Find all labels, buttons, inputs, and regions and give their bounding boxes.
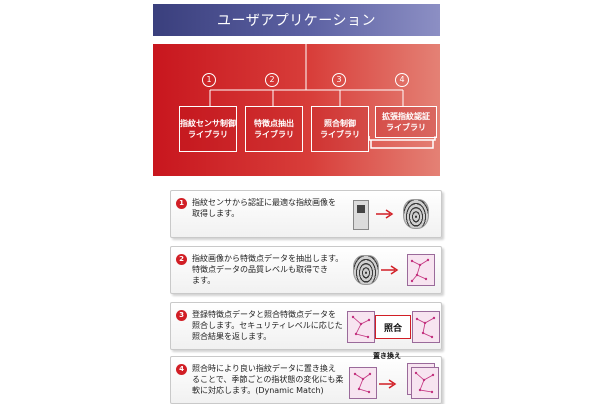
fingerprint-sensor-icon — [353, 200, 369, 230]
step-text-1: 指紋センサから認証に最適な指紋画像を 取得します。 — [192, 198, 336, 218]
arrow-right-icon — [376, 209, 394, 219]
step-text-4: 照合時により良い指紋データに置き換え ることで、季節ごとの指状態の変化にも柔 軟… — [192, 364, 344, 395]
library-label-4: 拡張指紋認証 ライブラリ — [382, 112, 430, 132]
user-application-layer: ユーザアプリケーション — [153, 4, 440, 36]
library-label-2: 特徴点抽出 ライブラリ — [254, 119, 294, 139]
step-number-3: 3 — [176, 310, 187, 321]
feature-points-icon — [349, 367, 377, 399]
arrow-right-icon — [381, 265, 399, 275]
connector-lines — [209, 44, 436, 149]
library-number-1: 1 — [202, 73, 216, 87]
match-label-box: 照合 — [375, 315, 411, 339]
feature-points-icon — [347, 311, 375, 343]
library-box-match-control: 照合制御 ライブラリ — [311, 106, 369, 152]
library-number-4: 4 — [395, 73, 409, 87]
step-number-1: 1 — [176, 198, 187, 209]
match-label: 照合 — [383, 323, 402, 334]
library-number-2: 2 — [265, 73, 279, 87]
feature-points-icon — [412, 311, 440, 343]
library-box-feature-extraction: 特徴点抽出 ライブラリ — [245, 106, 303, 152]
step-2: 2 指紋画像から特徴点データを抽出します。 特徴点データの品質レベルも取得でき … — [170, 246, 442, 294]
arrow-right-icon — [379, 379, 397, 389]
library-panel: 1 2 3 4 指紋センサ制御 ライブラリ 特徴点抽出 ライブラリ 照合制御 ラ… — [153, 44, 440, 176]
library-box-sensor-control: 指紋センサ制御 ライブラリ — [179, 106, 237, 152]
step-3: 3 登録特徴点データと照合特徴点データを 照合します。セキュリティレベルに応じた… — [170, 302, 442, 350]
feature-points-icon — [411, 367, 439, 399]
step-text-2: 指紋画像から特徴点データを抽出します。 特徴点データの品質レベルも取得でき ます… — [192, 254, 344, 285]
fingerprint-icon — [403, 199, 429, 229]
library-number-3: 3 — [332, 73, 346, 87]
replace-label: 置き換え — [373, 352, 401, 360]
step-number-4: 4 — [176, 364, 187, 375]
step-number-2: 2 — [176, 254, 187, 265]
fingerprint-icon — [353, 255, 379, 285]
step-1: 1 指紋センサから認証に最適な指紋画像を 取得します。 — [170, 190, 442, 238]
user-application-title: ユーザアプリケーション — [217, 13, 376, 29]
step-text-3: 登録特徴点データと照合特徴点データを 照合します。セキュリティレベルに応じた 照… — [192, 310, 343, 341]
feature-points-icon — [407, 254, 435, 286]
step-4: 4 照合時により良い指紋データに置き換え ることで、季節ごとの指状態の変化にも柔… — [170, 352, 442, 404]
library-label-1: 指紋センサ制御 ライブラリ — [180, 119, 236, 139]
library-box-extended-auth: 拡張指紋認証 ライブラリ — [375, 106, 437, 138]
library-label-3: 照合制御 ライブラリ — [320, 119, 360, 139]
